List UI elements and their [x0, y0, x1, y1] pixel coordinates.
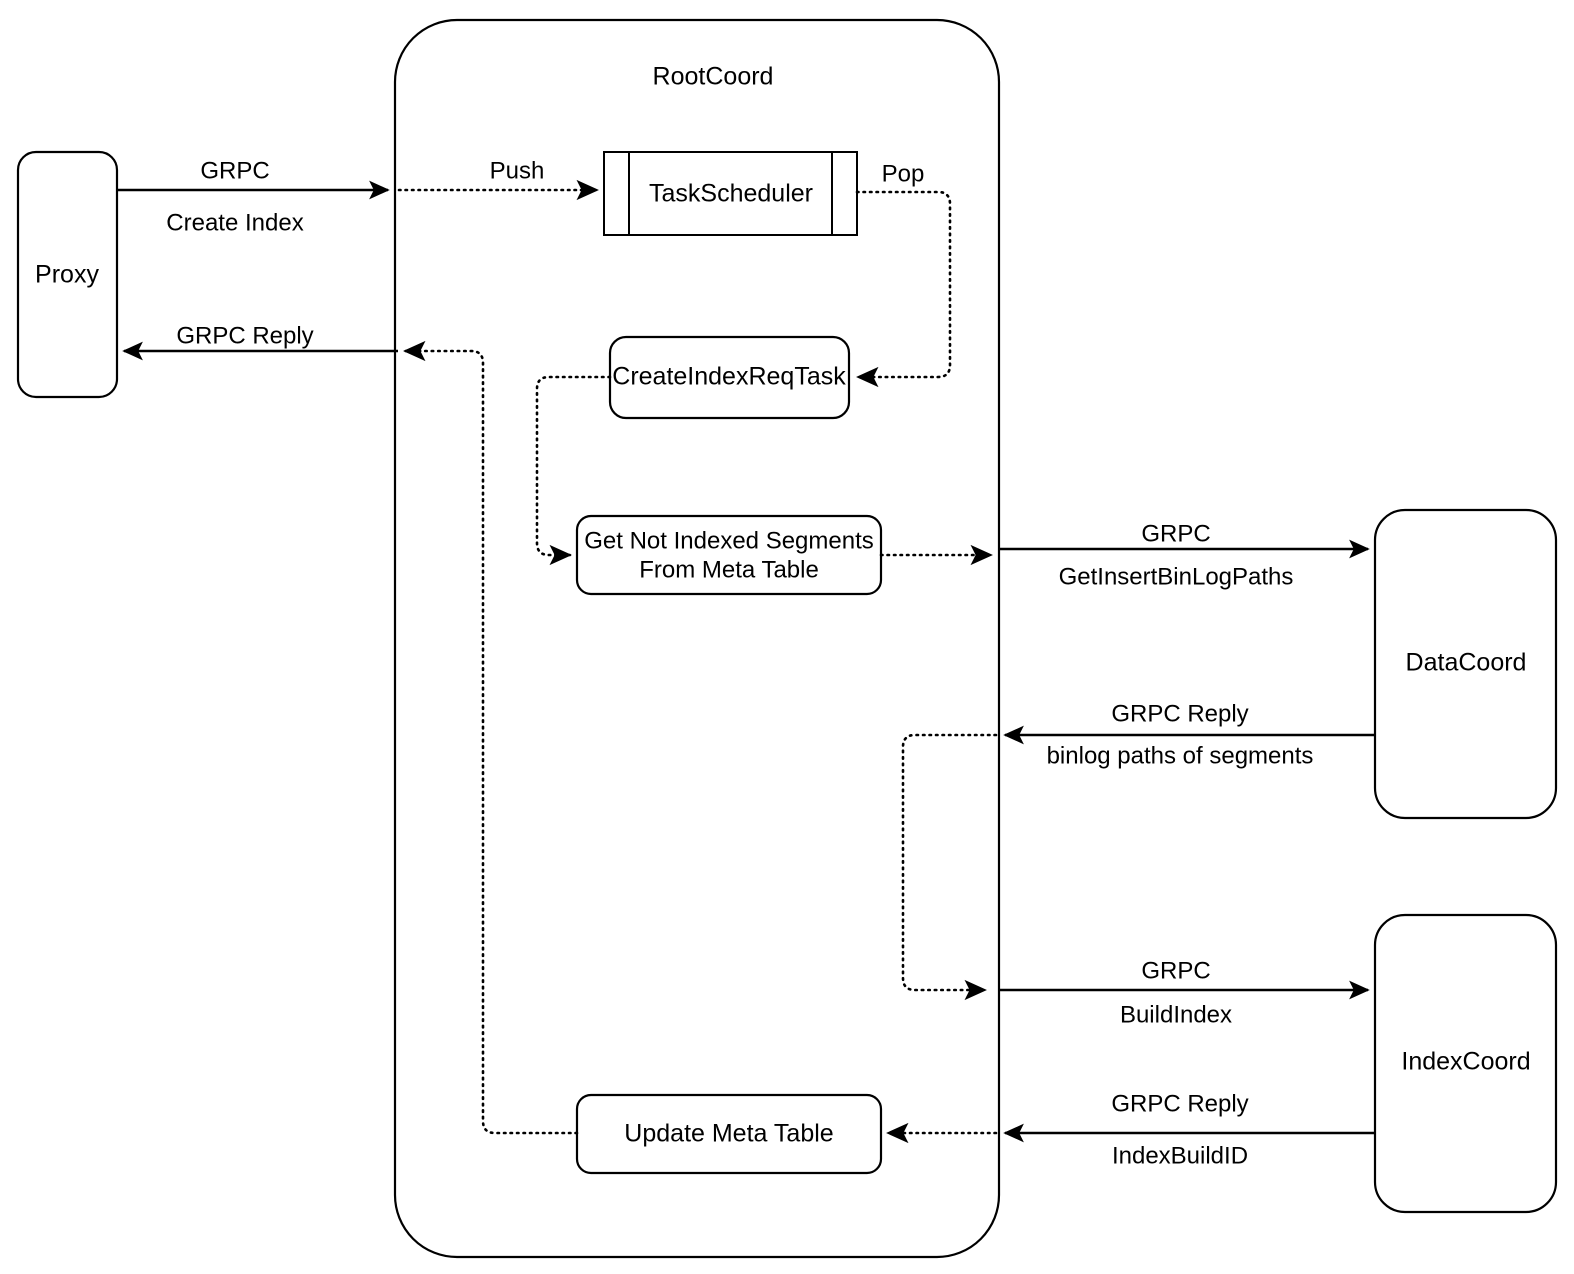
node-datacoord[interactable]: DataCoord	[1373, 508, 1558, 820]
edge-indexcoord-to-rootcoord: GRPC Reply IndexBuildID	[1003, 1090, 1375, 1169]
edge-rootcoord-to-indexcoord: GRPC BuildIndex	[999, 957, 1370, 1028]
datacoord-label: DataCoord	[1406, 649, 1527, 677]
node-get-not-indexed-segments[interactable]: Get Not Indexed Segments From Meta Table	[575, 514, 883, 596]
edge-proxy-to-rootcoord: GRPC Create Index	[117, 157, 390, 236]
edge-label-grpc-reply-binlog-bottom: binlog paths of segments	[1047, 742, 1314, 769]
node-proxy[interactable]: Proxy	[16, 150, 119, 399]
edge-label-grpc-buildindex-bottom: BuildIndex	[1120, 1001, 1232, 1028]
container-rootcoord: RootCoord	[393, 18, 1001, 1259]
edge-label-grpc-getinsertbinlogpaths-top: GRPC	[1141, 520, 1210, 547]
edge-label-grpc-reply-proxy: GRPC Reply	[176, 322, 313, 349]
edge-update-meta-to-grpc-reply-line	[403, 340, 579, 1135]
edge-rootcoord-to-datacoord: GRPC GetInsertBinLogPaths	[999, 520, 1370, 590]
edge-push-to-scheduler: Push	[397, 157, 599, 201]
indexcoord-box[interactable]	[1373, 913, 1558, 1214]
edge-label-grpc-create-index-top: GRPC	[200, 157, 269, 184]
get-not-indexed-segments-label-line2: From Meta Table	[639, 556, 819, 583]
datacoord-box[interactable]	[1373, 508, 1558, 820]
proxy-label: Proxy	[35, 261, 99, 289]
update-meta-table-label: Update Meta Table	[624, 1120, 833, 1148]
indexcoord-label: IndexCoord	[1401, 1048, 1530, 1076]
edge-task-to-get-segments-line	[535, 375, 612, 566]
rootcoord-title: RootCoord	[653, 63, 774, 91]
node-create-index-req-task[interactable]: CreateIndexReqTask	[608, 335, 851, 420]
edge-label-grpc-reply-binlog-top: GRPC Reply	[1111, 700, 1248, 727]
task-scheduler-box[interactable]	[603, 151, 858, 236]
edge-label-push: Push	[490, 157, 545, 184]
edge-update-meta-to-grpc-reply	[403, 340, 579, 1135]
edge-task-to-get-segments	[535, 375, 612, 566]
edge-pop-line	[855, 190, 952, 388]
node-indexcoord[interactable]: IndexCoord	[1373, 913, 1558, 1214]
edge-label-grpc-reply-indexbuildid-bottom: IndexBuildID	[1112, 1142, 1248, 1169]
edge-binlog-to-buildindex-loop	[901, 733, 998, 1001]
edge-pop-to-task: Pop	[855, 160, 952, 388]
create-index-req-task-label: CreateIndexReqTask	[612, 363, 846, 391]
edge-label-grpc-reply-indexbuildid-top: GRPC Reply	[1111, 1090, 1248, 1117]
proxy-box[interactable]	[16, 150, 119, 399]
node-update-meta-table[interactable]: Update Meta Table	[575, 1093, 883, 1175]
rootcoord-boundary	[393, 18, 1001, 1259]
edge-label-pop: Pop	[882, 160, 925, 187]
task-scheduler-label: TaskScheduler	[649, 180, 813, 208]
edge-binlog-to-buildindex-loop-line	[901, 733, 998, 1001]
edge-label-grpc-getinsertbinlogpaths-bottom: GetInsertBinLogPaths	[1059, 563, 1294, 590]
edge-rootcoord-to-proxy: GRPC Reply	[122, 322, 398, 361]
edge-label-grpc-create-index-bottom: Create Index	[166, 209, 303, 236]
edge-datacoord-to-rootcoord: GRPC Reply binlog paths of segments	[1003, 700, 1375, 769]
get-not-indexed-segments-label-line1: Get Not Indexed Segments	[584, 527, 874, 554]
edge-label-grpc-buildindex-top: GRPC	[1141, 957, 1210, 984]
node-task-scheduler[interactable]: TaskScheduler	[603, 151, 858, 236]
